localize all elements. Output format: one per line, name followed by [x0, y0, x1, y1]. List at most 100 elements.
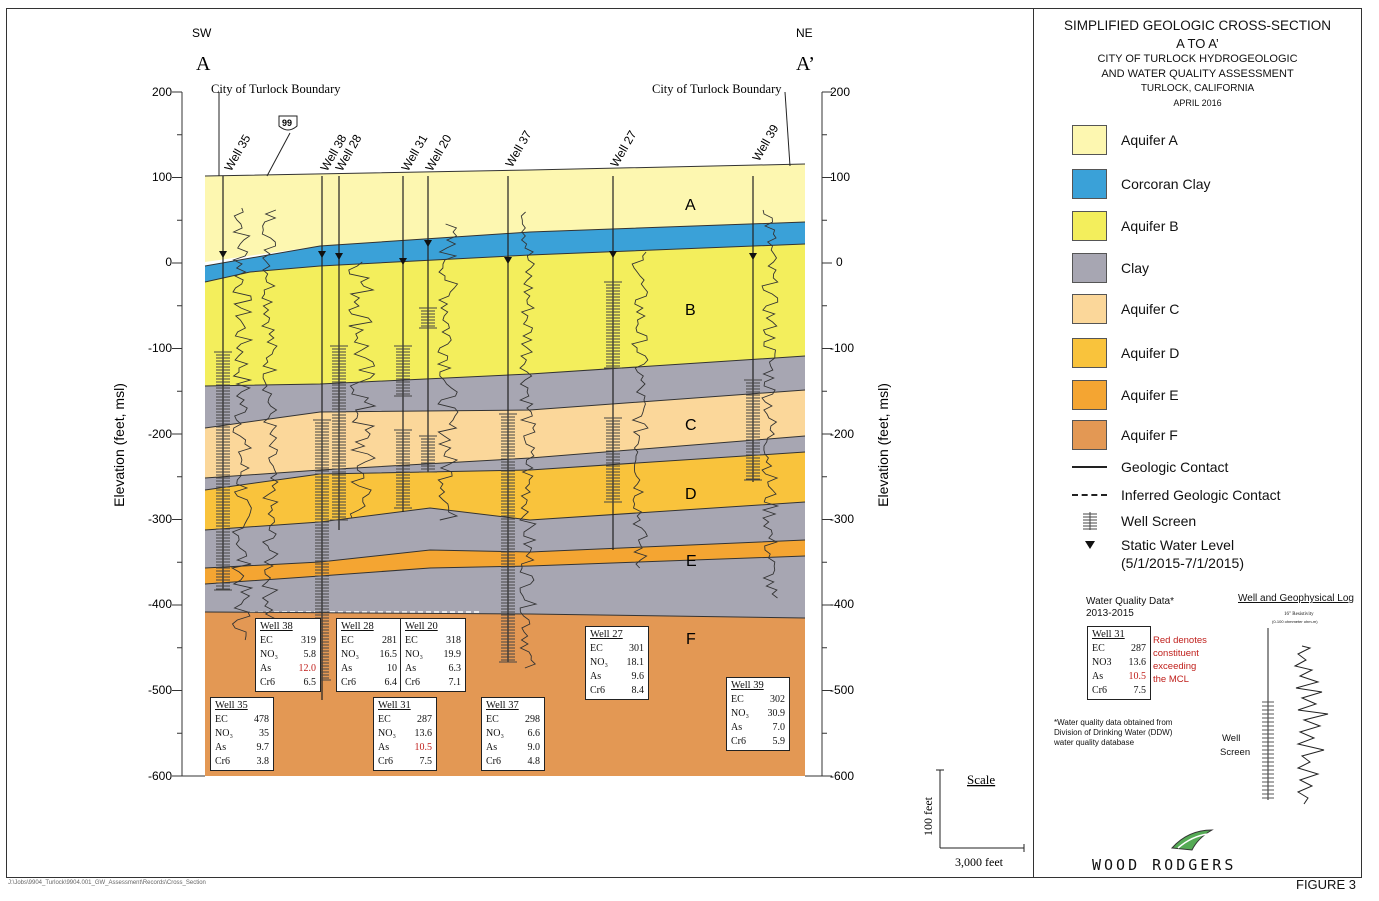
title-line-3: CITY OF TURLOCK HYDROGEOLOGIC [1097, 53, 1298, 65]
well-screen [330, 345, 348, 521]
legend-geologic-contact: Geologic Contact [1072, 450, 1228, 484]
well-screen [214, 351, 232, 591]
legend-aquifer-e: Aquifer E [1072, 378, 1179, 412]
highway-number: 99 [282, 118, 292, 128]
geophysical-log [631, 251, 649, 569]
legend-clay: Clay [1072, 251, 1149, 285]
geophysical-log [261, 209, 279, 679]
clay-base-layer [205, 556, 805, 618]
geophysical-log-sample [1262, 628, 1329, 805]
well-screen-icon [1082, 512, 1097, 530]
unit-b-label: B [685, 302, 696, 319]
wq-legend-title: Water Quality Data* [1086, 596, 1174, 607]
geophysical-log [761, 209, 780, 599]
tick-label: -100 [148, 341, 172, 355]
log-legend-sub1: 16" Resistivity [1284, 612, 1314, 617]
tick-label: -600 [148, 769, 172, 783]
scale-horizontal: 3,000 feet [955, 855, 1004, 869]
legend-static-water-level: Static Water Level [1072, 528, 1234, 562]
figure-frame [6, 8, 1362, 878]
y-ticks-right: 200 100 0 -100 -200 -300 -400 -500 -600 [830, 85, 854, 783]
legend-aquifer-d: Aquifer D [1072, 336, 1179, 370]
ne-label: NE [796, 26, 813, 40]
geophysical-log [519, 211, 538, 669]
well-label: Well 35 [221, 132, 253, 174]
well-label: Well 37 [502, 128, 534, 170]
wq-box-title: Well 38 [260, 621, 293, 632]
well-screen [744, 379, 762, 481]
aquifer-a-layer [205, 164, 805, 262]
well-screen [499, 413, 517, 663]
aquifer-b-layer [205, 244, 805, 386]
footer-path: J:\Jobs\9904_Turlock\9904.001_GW_Assessm… [8, 880, 206, 886]
scale-title: Scale [967, 772, 995, 787]
y-ticks-left: 200 100 0 -100 -200 -300 -400 -500 -600 [148, 85, 172, 783]
wq-red-note: Red denotes constituent exceeding the MC… [1153, 635, 1207, 685]
clay-mid-layer [205, 436, 805, 490]
clay-lower-layer [205, 502, 805, 568]
unit-e-label: E [686, 553, 697, 570]
tick-label: -400 [830, 597, 854, 611]
legend-corcoran-clay: Corcoran Clay [1072, 167, 1210, 201]
tick-label: -600 [830, 769, 854, 783]
logo-text: WOOD RODGERS [1092, 856, 1237, 874]
tick-label: -500 [830, 683, 854, 697]
unit-a-label: A [685, 197, 696, 214]
a-prime-label: A’ [796, 53, 815, 75]
legend-swl-dates: (5/1/2015-7/1/2015) [1121, 555, 1244, 571]
clay-upper-layer [205, 356, 805, 428]
corcoran-clay-layer [205, 222, 805, 282]
well-screen [394, 429, 412, 509]
legend-well-screen: Well Screen [1072, 504, 1196, 538]
unit-f-label: F [686, 631, 696, 648]
geophysical-log [436, 223, 459, 521]
log-legend-screen: Screen [1220, 747, 1251, 758]
geophysical-log [230, 207, 254, 641]
title-block-divider [1033, 8, 1034, 878]
boundary-right-label: City of Turlock Boundary [652, 82, 782, 96]
aquifer-d-layer [205, 452, 805, 530]
title-line-5: TURLOCK, CALIFORNIA [1140, 83, 1255, 94]
well-label: Well 39 [749, 122, 781, 164]
tick-label: 0 [165, 255, 172, 269]
y-axis-label-left: Elevation (feet, msl) [111, 383, 127, 507]
geophysical-log [348, 261, 377, 519]
title-line-6: APRIL 2016 [1173, 98, 1222, 108]
sw-label: SW [192, 26, 212, 40]
tick-label: -200 [148, 427, 172, 441]
y-axis-label-right: Elevation (feet, msl) [875, 383, 891, 507]
legend-aquifer-a: Aquifer A [1072, 123, 1178, 157]
well-screen [604, 417, 622, 503]
wq-legend-years: 2013-2015 [1086, 608, 1134, 619]
title-line-2: A TO A’ [1176, 36, 1219, 51]
wood-rodgers-logo-icon [1170, 829, 1214, 851]
legend-aquifer-f: Aquifer F [1072, 418, 1178, 452]
log-legend-sub2: (0-100 ohmmeter ohm-m) [1272, 619, 1318, 624]
tick-label: 0 [836, 255, 843, 269]
unit-d-label: D [685, 486, 697, 503]
well-label: Well 27 [607, 128, 639, 170]
highway-99-shield-icon [278, 115, 298, 131]
figure-label: FIGURE 3 [1296, 877, 1356, 892]
wq-footnote: *Water quality data obtained from Divisi… [1054, 718, 1173, 747]
well-screen [419, 435, 437, 473]
unit-c-label: C [685, 417, 697, 434]
tick-label: -500 [148, 683, 172, 697]
tick-label: -200 [830, 427, 854, 441]
a-label: A [196, 53, 211, 75]
tick-label: -100 [830, 341, 854, 355]
legend-aquifer-b: Aquifer B [1072, 209, 1179, 243]
unit-letters: A B C D E F [685, 197, 697, 648]
tick-label: 200 [152, 85, 172, 99]
well-screen [419, 307, 437, 329]
tick-label: 100 [830, 170, 850, 184]
